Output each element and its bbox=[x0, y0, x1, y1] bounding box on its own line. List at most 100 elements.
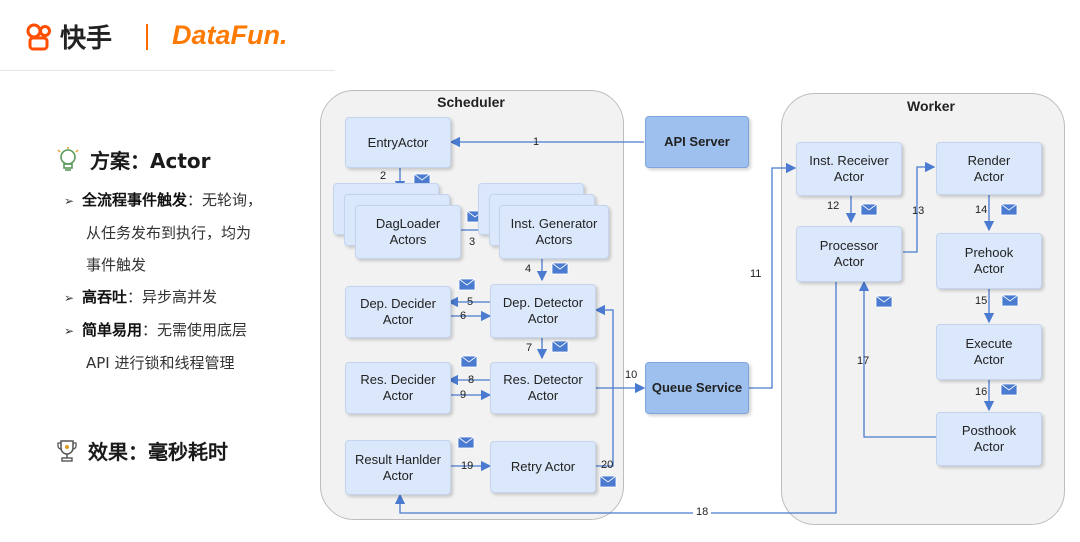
header-divider bbox=[0, 70, 335, 71]
envelope-icon bbox=[599, 475, 617, 488]
bullet-3-line-1: API 进行锁和线程管理 bbox=[86, 354, 235, 372]
res-decider-line-2: Actor bbox=[382, 388, 414, 403]
instgen-label-line-2: Actors bbox=[535, 232, 573, 247]
envelope-icon bbox=[458, 278, 476, 291]
kuaishou-logo: 快手 bbox=[24, 18, 112, 55]
res-decider-line-1: Res. Decider bbox=[360, 372, 436, 387]
bullet-1-line-2: 事件触发 bbox=[86, 256, 147, 274]
res-detector-line-2: Actor bbox=[527, 388, 559, 403]
result-handler-line-2: Actor bbox=[382, 467, 414, 483]
edge-label-3: 3 bbox=[469, 236, 476, 248]
res-detector-line-1: Res. Detector bbox=[503, 372, 583, 387]
envelope-icon bbox=[551, 340, 569, 353]
bullet-arrow-icon: ➢ bbox=[64, 194, 75, 208]
bullet-item-2: ➢ 高吞吐：异步高并发 bbox=[64, 281, 324, 314]
worker-title: Worker bbox=[907, 98, 955, 114]
edge-20 bbox=[594, 304, 614, 467]
result-heading: 效果：毫秒耗时 bbox=[56, 436, 228, 465]
instgen-label-line-1: Inst. Generator bbox=[510, 216, 598, 231]
edge-label-19: 19 bbox=[461, 460, 474, 472]
render-line-1: Render bbox=[967, 152, 1011, 168]
retry-actor-node: Retry Actor bbox=[490, 441, 596, 493]
dagloader-label-line-1: DagLoader bbox=[375, 216, 441, 231]
scheduler-title: Scheduler bbox=[437, 94, 505, 110]
render-line-2: Actor bbox=[973, 168, 1005, 184]
queue-service-label: Queue Service bbox=[651, 380, 743, 395]
envelope-icon bbox=[875, 295, 893, 308]
datafun-logo-text: DataFun. bbox=[172, 20, 288, 50]
bullet-item-1: ➢ 全流程事件触发：无轮询， bbox=[64, 184, 324, 217]
edge-label-14: 14 bbox=[975, 204, 988, 216]
bullet-item-3: ➢简单易用：无需使用底层 bbox=[64, 314, 324, 347]
edge-label-20: 20 bbox=[601, 459, 614, 471]
edge-label-1: 1 bbox=[533, 136, 540, 148]
edge-label-2: 2 bbox=[380, 170, 387, 182]
bullet-1-bold: 全流程事件触发 bbox=[82, 191, 188, 209]
bullet-2-bold: 高吞吐 bbox=[82, 288, 128, 306]
dep-decider-line-1: Dep. Decider bbox=[360, 296, 436, 311]
api-server-node: API Server bbox=[645, 116, 749, 168]
bullet-arrow-icon: ➢ bbox=[64, 324, 75, 338]
bullet-1-line-1: 从任务发布到执行，均为 bbox=[86, 224, 252, 242]
envelope-icon bbox=[1000, 203, 1018, 216]
logo-separator bbox=[146, 24, 148, 50]
execute-line-2: Actor bbox=[973, 352, 1005, 367]
edge-label-16: 16 bbox=[975, 386, 988, 398]
envelope-icon bbox=[1001, 294, 1019, 307]
prehook-line-2: Actor bbox=[973, 261, 1005, 276]
dep-detector-line-2: Actor bbox=[527, 311, 559, 326]
edge-label-6: 6 bbox=[460, 310, 467, 322]
retry-actor-label: Retry Actor bbox=[510, 459, 576, 474]
entry-actor-label: EntryActor bbox=[367, 134, 429, 150]
entry-actor-node: EntryActor bbox=[345, 117, 451, 168]
datafun-logo: DataFun. bbox=[172, 20, 288, 51]
envelope-icon bbox=[551, 262, 569, 275]
envelope-icon bbox=[457, 436, 475, 449]
result-handler-line-1: Result Hanlder bbox=[355, 451, 441, 467]
edge-17 bbox=[858, 280, 936, 438]
posthook-line-2: Actor bbox=[973, 439, 1005, 454]
processor-line-1: Processor bbox=[819, 238, 879, 253]
edge-label-5: 5 bbox=[467, 296, 474, 308]
dep-decider-line-2: Actor bbox=[382, 312, 414, 327]
edge-label-13: 13 bbox=[912, 205, 925, 217]
envelope-icon bbox=[860, 203, 878, 216]
processor-line-2: Actor bbox=[833, 254, 865, 269]
edge-label-4: 4 bbox=[525, 263, 532, 275]
edge-11 bbox=[746, 162, 797, 389]
bullet-1-text: ：无轮询， bbox=[187, 191, 263, 209]
kuaishou-logo-icon bbox=[26, 23, 51, 50]
envelope-icon bbox=[460, 355, 478, 368]
result-heading-text: 效果：毫秒耗时 bbox=[88, 440, 228, 464]
edge-label-17: 17 bbox=[857, 355, 870, 367]
edge-label-9: 9 bbox=[460, 389, 467, 401]
api-server-label: API Server bbox=[664, 134, 730, 149]
edge-label-18: 18 bbox=[693, 506, 712, 518]
inst-receiver-line-2: Actor bbox=[833, 169, 865, 184]
solution-heading: 方案：Actor bbox=[56, 145, 211, 174]
edge-label-8: 8 bbox=[468, 374, 475, 386]
execute-line-1: Execute bbox=[965, 336, 1013, 351]
lightbulb-icon bbox=[57, 146, 79, 171]
inst-receiver-line-1: Inst. Receiver bbox=[809, 153, 889, 168]
edge-label-11: 11 bbox=[750, 268, 762, 280]
edge-label-10: 10 bbox=[625, 369, 638, 381]
bullet-arrow-icon: ➢ bbox=[64, 291, 75, 305]
bullet-list: ➢ 全流程事件触发：无轮询， 从任务发布到执行，均为 事件触发 ➢ 高吞吐：异步高并… bbox=[64, 184, 324, 379]
bullet-3-bold: 简单易用 bbox=[82, 321, 143, 339]
queue-service-node: Queue Service bbox=[645, 362, 749, 414]
bullet-2-text: ：异步高并发 bbox=[127, 288, 218, 306]
